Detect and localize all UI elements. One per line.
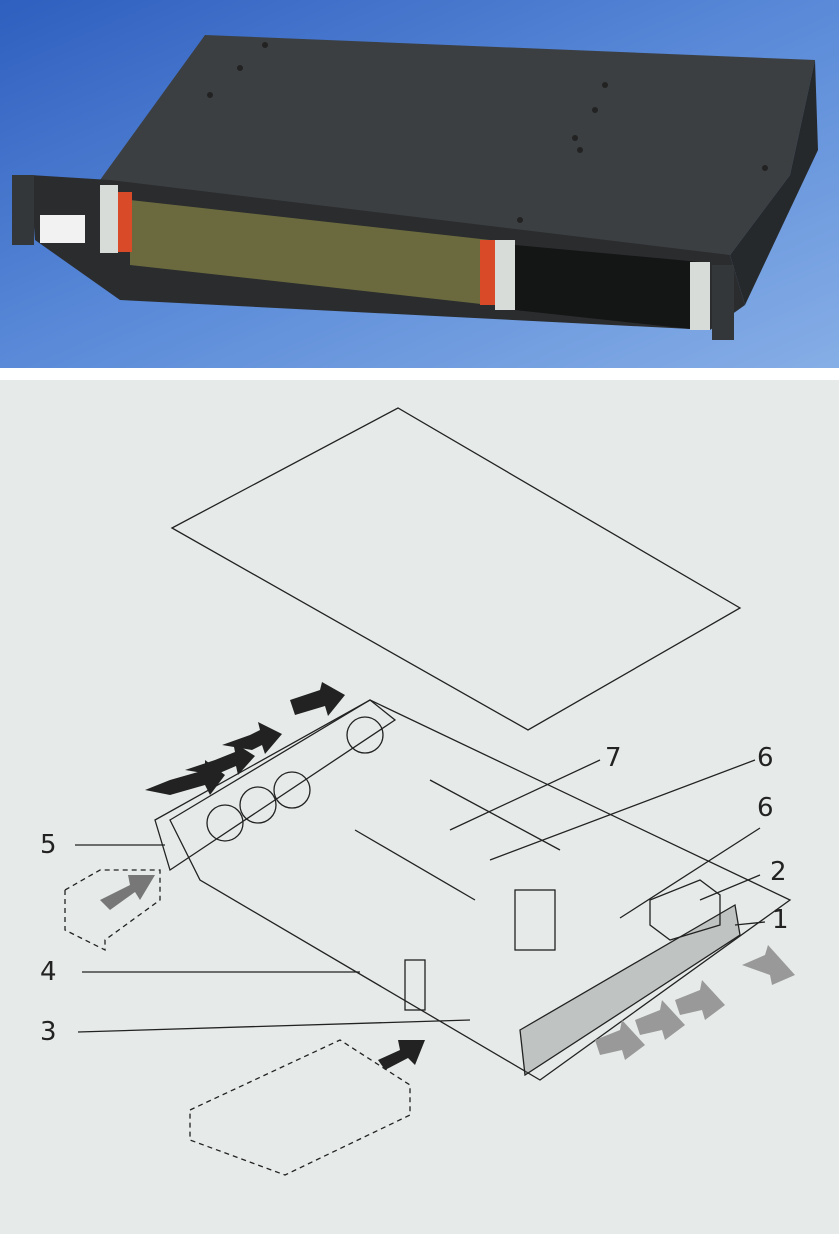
- callout-2: 2: [770, 857, 787, 887]
- fan-tray: [154, 699, 397, 872]
- airflow-out-arrows: [145, 682, 425, 1070]
- base-frame: [169, 699, 792, 1081]
- exploded-drawing: [64, 407, 795, 1176]
- top-cover: [170, 407, 742, 731]
- power-supply: [649, 879, 721, 941]
- callout-6b: 6: [757, 793, 774, 823]
- chassis-top-cover: [100, 35, 815, 255]
- callout-3: 3: [40, 1017, 57, 1047]
- airflow-in-arrows: [100, 875, 795, 1060]
- callout-6a: 6: [757, 743, 774, 773]
- callout-4: 4: [40, 957, 57, 987]
- exploded-view-diagram: 1 2 3 4 5 6 6 7: [0, 380, 839, 1234]
- callout-7: 7: [605, 743, 622, 773]
- callout-1: 1: [772, 905, 789, 935]
- callout-5: 5: [40, 830, 57, 860]
- plug-in-module: [189, 1039, 411, 1176]
- front-grille: [519, 903, 741, 1077]
- chassis-photo: [0, 0, 839, 368]
